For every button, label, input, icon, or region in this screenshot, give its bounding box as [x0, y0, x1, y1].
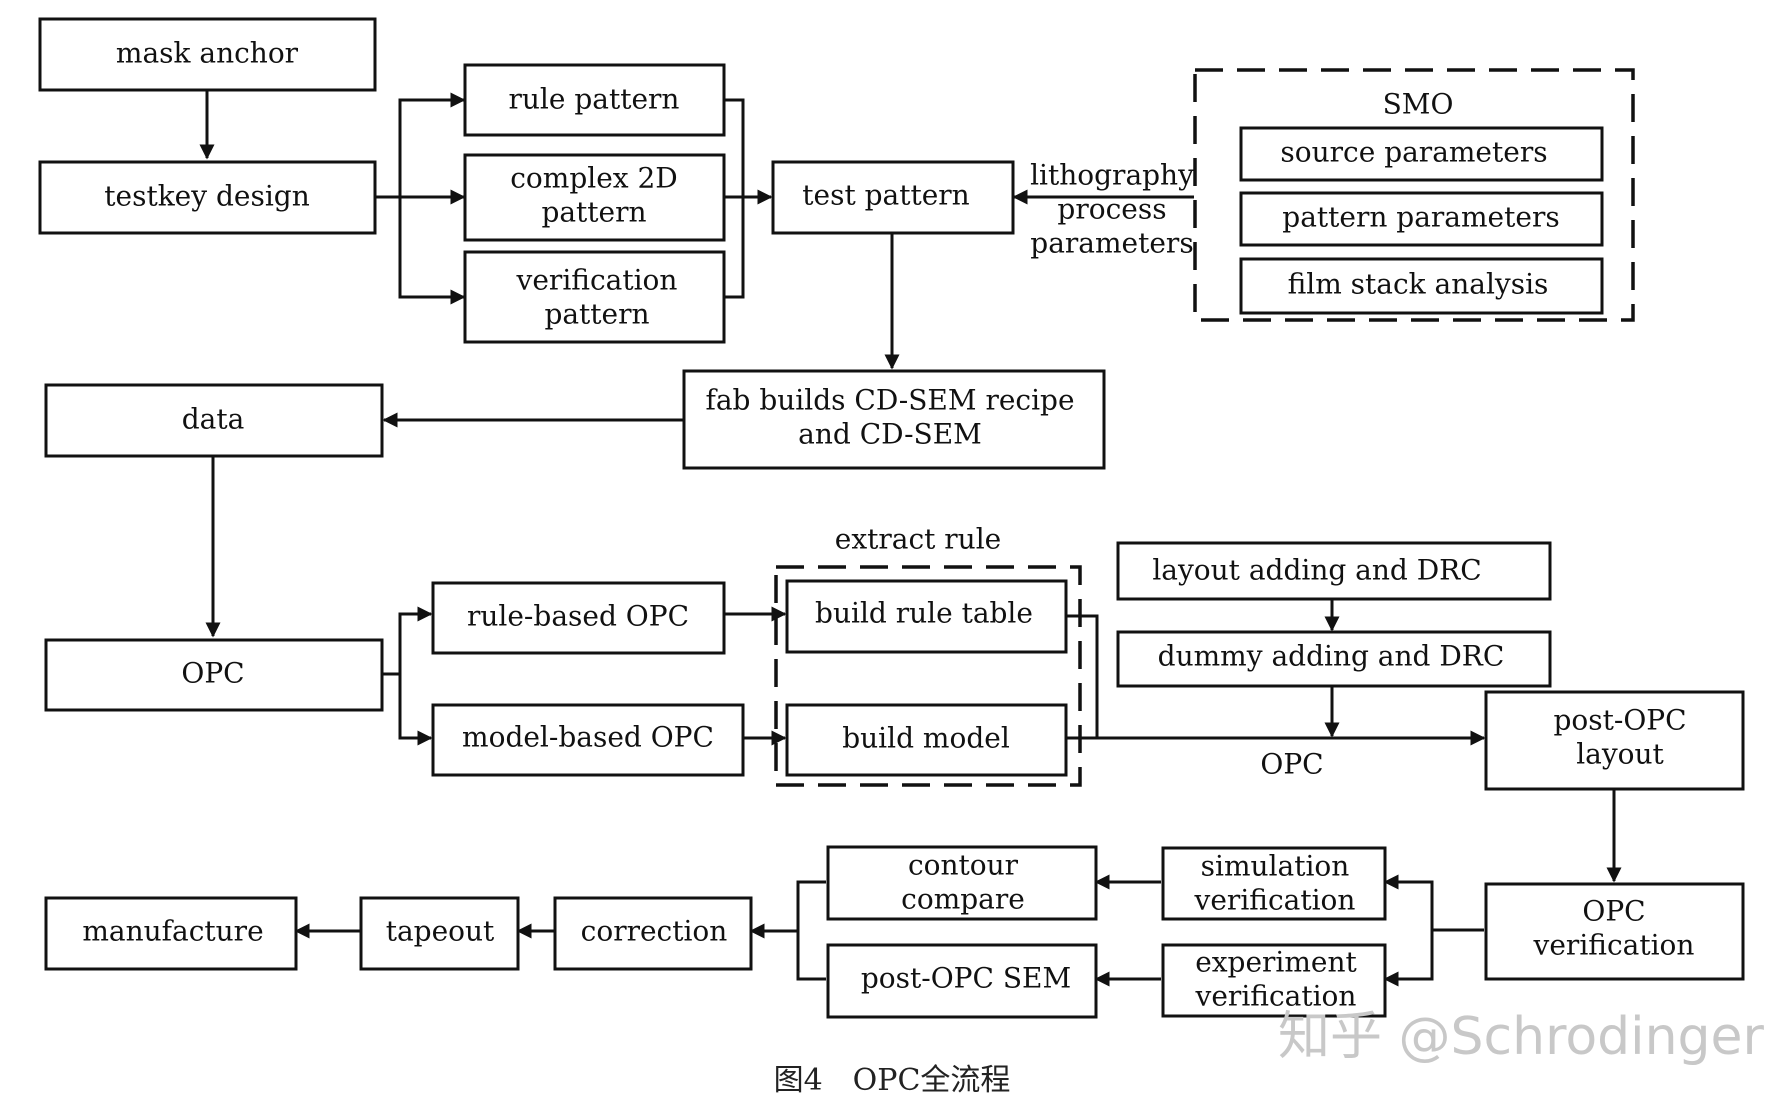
- extract-rule-group: [774, 565, 1082, 787]
- pattern-parameters-box: [1239, 191, 1604, 247]
- simulation-verification-line-2: verification: [1194, 884, 1356, 917]
- complex-2d-pattern-box: [463, 153, 726, 242]
- lithography-line-2: process: [1057, 193, 1166, 226]
- build-model-box: [785, 703, 1068, 777]
- data-box: [44, 383, 384, 458]
- mask-anchor-label: mask anchor: [116, 37, 299, 70]
- arrow-testkey-to-verification: [398, 197, 466, 305]
- tapeout-box: [359, 896, 520, 971]
- film-stack-analysis-box: [1239, 257, 1604, 315]
- arrow-verif-to-simulation: [1383, 874, 1484, 932]
- arrow-opc-to-model-based: [398, 674, 433, 746]
- arrow-opc-to-rule-based: [381, 606, 433, 676]
- arrow-verif-to-experiment: [1383, 930, 1434, 987]
- line-rule-table-join: [1066, 614, 1099, 738]
- post-opc-layout-box: [1484, 690, 1745, 791]
- test-pattern-label: test pattern: [802, 179, 969, 212]
- build-rule-table-box: [785, 579, 1068, 654]
- complex-2d-line-2: pattern: [541, 196, 646, 229]
- lithography-line-1: lithography: [1030, 159, 1194, 192]
- smo-group: [1193, 68, 1635, 322]
- testkey-design-box: [38, 160, 377, 235]
- lithography-line-3: parameters: [1030, 227, 1193, 260]
- post-opc-sem-label: post-OPC SEM: [861, 962, 1071, 995]
- post-opc-sem-box: [826, 943, 1098, 1019]
- mask-anchor-box: [38, 17, 377, 92]
- watermark-text: 知乎 @Schrodinger: [1278, 1007, 1765, 1067]
- contour-compare-line-2: compare: [901, 883, 1025, 916]
- connectors: [199, 90, 1622, 987]
- extract-rule-label: extract rule: [835, 523, 1001, 556]
- test-pattern-box: [771, 160, 1015, 235]
- layout-adding-drc-box: [1116, 541, 1552, 601]
- complex-2d-line-1: complex 2D: [510, 162, 678, 195]
- opc-line-label: OPC: [1260, 748, 1323, 781]
- fab-builds-line-2: and CD-SEM: [798, 418, 982, 451]
- fab-builds-line-1: fab builds CD-SEM recipe: [705, 384, 1074, 417]
- opc-verification-line-2: verification: [1533, 929, 1695, 962]
- rule-pattern-box: [463, 63, 726, 137]
- verification-pattern-line-1: verification: [516, 264, 678, 297]
- bracket-compare: [796, 880, 826, 981]
- model-based-opc-label: model-based OPC: [462, 721, 714, 754]
- manufacture-box: [44, 896, 298, 971]
- model-based-opc-box: [431, 703, 745, 777]
- verification-pattern-box: [463, 250, 726, 344]
- smo-title: SMO: [1383, 88, 1454, 121]
- arrow-testkey-to-rule: [398, 92, 466, 197]
- rule-based-opc-box: [431, 581, 726, 655]
- correction-box: [553, 896, 753, 971]
- layout-adding-drc-label: layout adding and DRC: [1152, 554, 1481, 587]
- manufacture-label: manufacture: [82, 915, 263, 948]
- correction-label: correction: [581, 915, 728, 948]
- opc-box: [44, 638, 384, 712]
- dummy-adding-drc-box: [1116, 630, 1552, 688]
- build-rule-table-label: build rule table: [815, 597, 1033, 630]
- rule-based-opc-label: rule-based OPC: [467, 600, 689, 633]
- verification-pattern-line-2: pattern: [544, 298, 649, 331]
- data-label: data: [182, 403, 245, 436]
- post-opc-layout-line-2: layout: [1576, 738, 1664, 771]
- figure-caption: 图4 OPC全流程: [774, 1063, 1011, 1098]
- testkey-design-label: testkey design: [104, 180, 309, 213]
- film-stack-analysis-label: film stack analysis: [1288, 268, 1549, 301]
- source-parameters-box: [1239, 126, 1604, 182]
- pattern-parameters-label: pattern parameters: [1282, 201, 1559, 234]
- source-parameters-label: source parameters: [1280, 136, 1547, 169]
- opc-verification-box: [1484, 882, 1745, 981]
- build-model-label: build model: [842, 722, 1010, 755]
- post-opc-layout-line-1: post-OPC: [1553, 704, 1686, 737]
- experiment-verification-box: [1161, 943, 1387, 1018]
- contour-compare-line-1: contour: [908, 849, 1019, 882]
- simulation-verification-line-1: simulation: [1201, 850, 1350, 883]
- experiment-verification-line-2: verification: [1195, 980, 1357, 1013]
- fab-builds-box: [682, 369, 1106, 470]
- opc-label: OPC: [181, 657, 244, 690]
- tapeout-label: tapeout: [386, 915, 495, 948]
- experiment-verification-line-1: experiment: [1195, 946, 1357, 979]
- dummy-adding-drc-label: dummy adding and DRC: [1158, 640, 1505, 673]
- simulation-verification-box: [1161, 846, 1387, 921]
- opc-verification-line-1: OPC: [1582, 895, 1645, 928]
- rule-pattern-label: rule pattern: [509, 83, 680, 116]
- contour-compare-box: [826, 845, 1098, 921]
